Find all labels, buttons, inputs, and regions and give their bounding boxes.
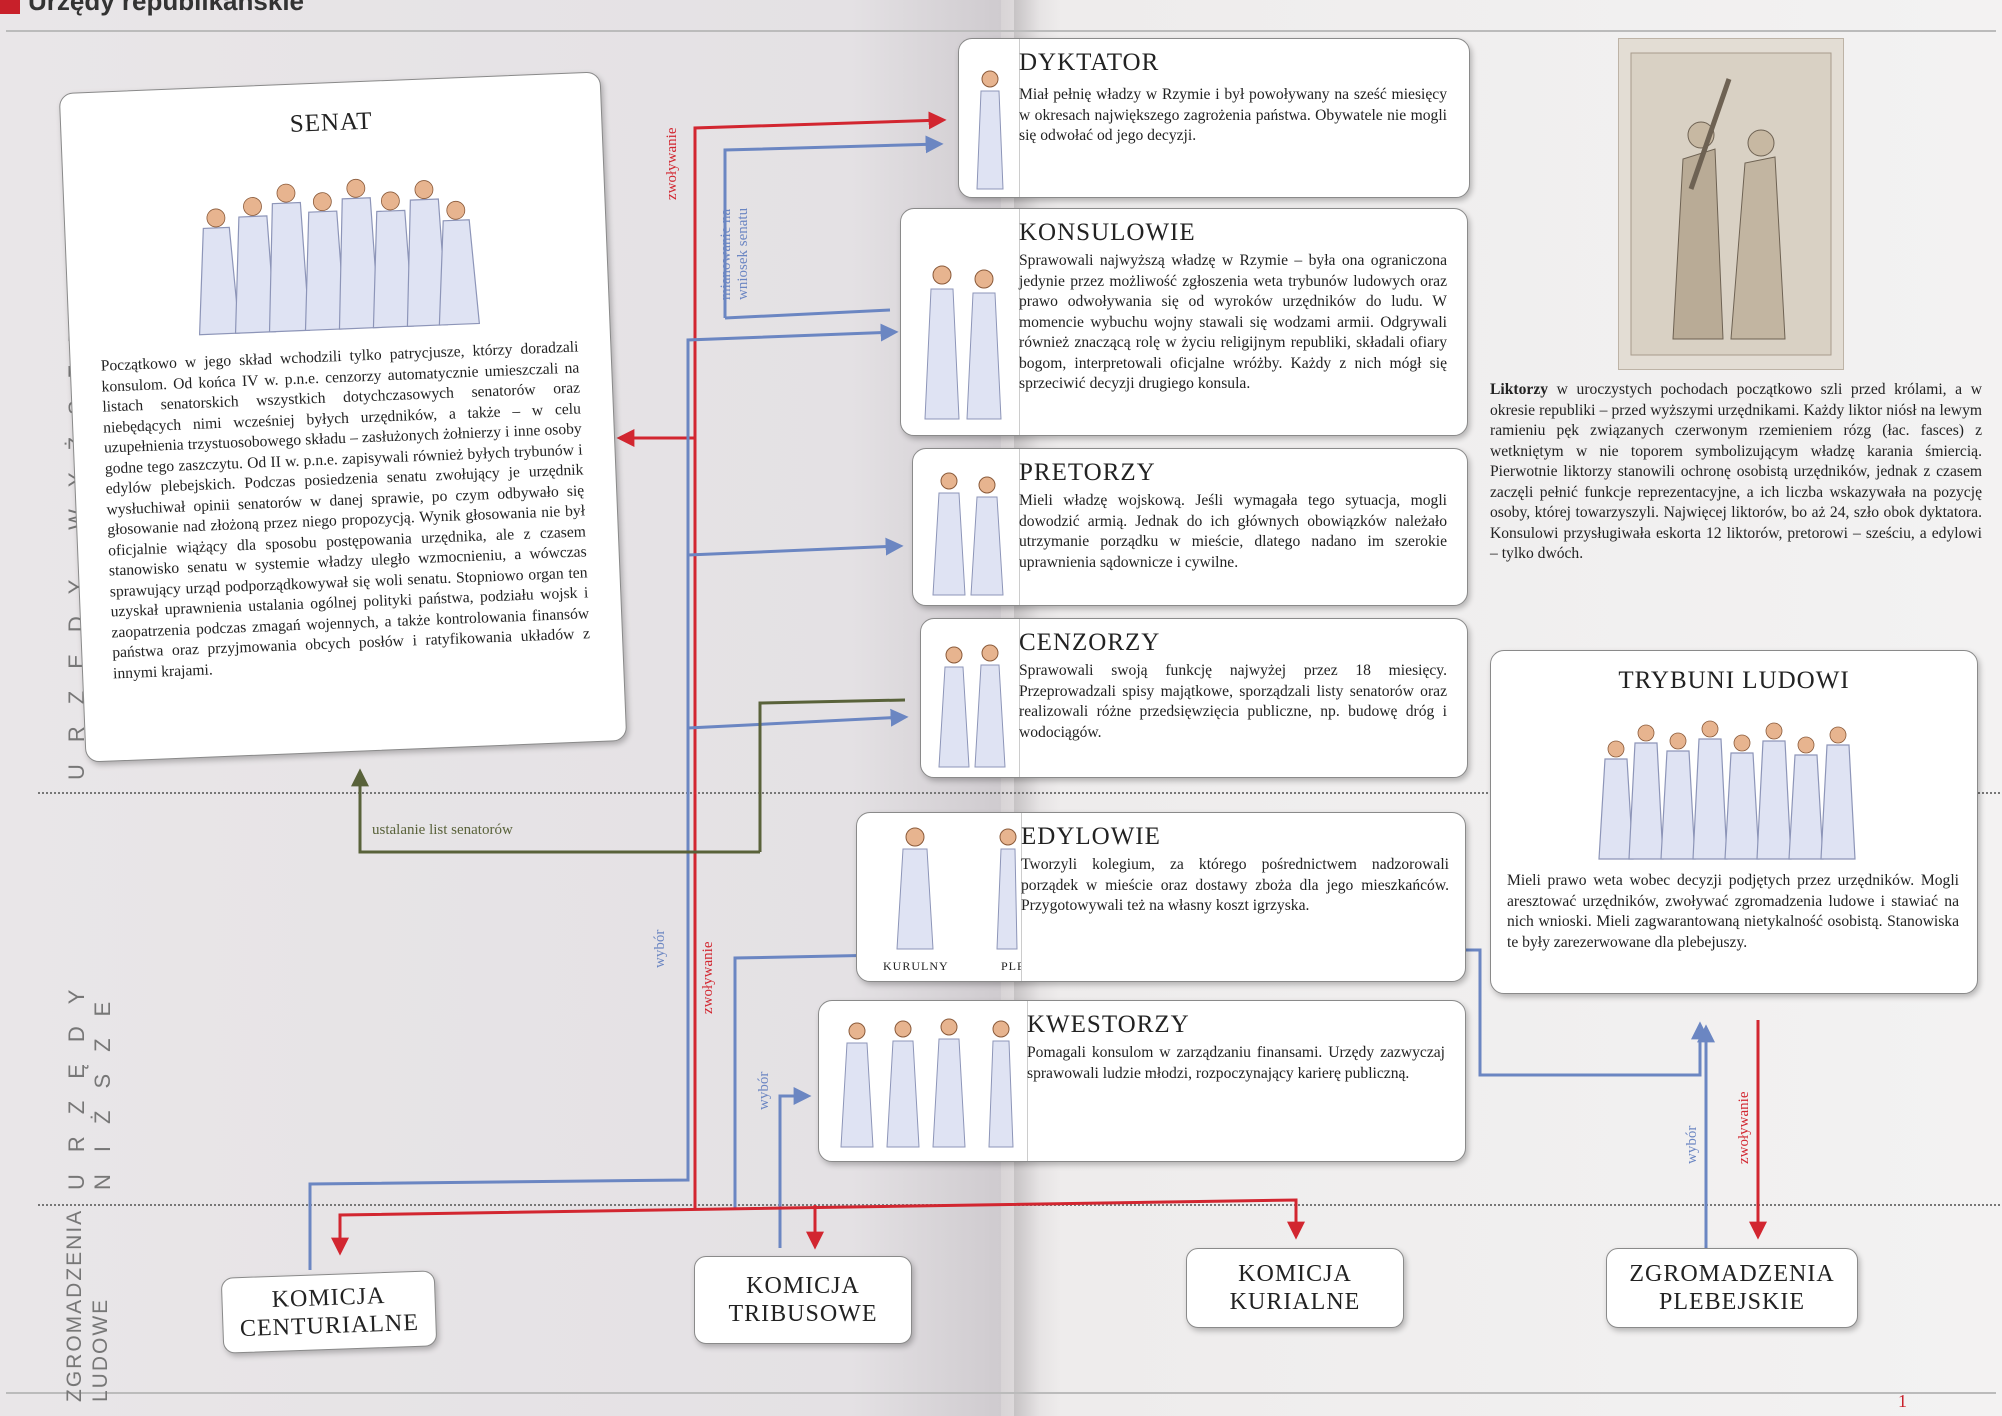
label-ustalanie: ustalanie list senatorów xyxy=(372,822,513,838)
label-wybor-1: wybór xyxy=(652,929,668,968)
edylowie-figure xyxy=(896,813,1022,981)
edylowie-text: Tworzyli kolegium, za którego pośrednict… xyxy=(1021,856,1449,914)
konsulowie-figure xyxy=(924,209,1020,435)
dyktator-figure xyxy=(976,39,1020,197)
kwestorzy-text: Pomagali konsulom w zarządzaniu finansam… xyxy=(1027,1044,1445,1082)
label-zwolywanie-1: zwoływanie xyxy=(664,127,680,200)
page-number: 1 xyxy=(1898,1391,1907,1411)
trybuni-box: TRYBUNI LUDOWI Mieli prawo weta wobec de… xyxy=(1490,650,1978,994)
box-komicja-centurialne: KOMICJA CENTURIALNE xyxy=(220,1270,438,1354)
liktorzy-engraving xyxy=(1618,38,1844,370)
trybuni-title: TRYBUNI LUDOWI xyxy=(1618,667,1850,694)
liktorzy-caption: Liktorzy w uroczystych pochodach początk… xyxy=(1490,380,1982,565)
line-mianowanie-konsul xyxy=(724,308,891,320)
label-zwolywanie-3: zwoływanie xyxy=(1736,1091,1752,1164)
dyktator-text: Miał pełnię władzy w Rzymie i był powoły… xyxy=(1019,86,1447,144)
divider-upper xyxy=(38,792,2000,794)
box-komicja-kurialne: KOMICJA KURIALNE xyxy=(1186,1248,1404,1328)
edyl-plebejski-label: PLEBEJSKI xyxy=(1001,959,1021,973)
heading-marker xyxy=(0,0,20,15)
line-zwolywanie-dyktator xyxy=(693,111,947,1210)
kwestorzy-title: KWESTORZY xyxy=(1027,1011,1190,1038)
label-zwolywanie-2: zwoływanie xyxy=(700,941,716,1014)
cenzorzy-text: Sprawowali swoją funkcję najwyżej przez … xyxy=(1019,662,1447,741)
line-wybor-cenzorzy xyxy=(687,708,909,730)
box-zgromadzenia-plebejskie: ZGROMADZENIA PLEBEJSKIE xyxy=(1606,1248,1858,1328)
dyktator-title: DYKTATOR xyxy=(1019,49,1160,76)
trybuni-text: Mieli prawo weta wobec decyzji podjętych… xyxy=(1507,872,1959,951)
top-frame xyxy=(6,30,1996,32)
line-ustalanie-list xyxy=(758,698,906,852)
office-box-cenzorzy: CENZORZY Sprawowali swoją funkcję najwyż… xyxy=(920,618,1468,778)
liktorzy-text: w uroczystych pochodach początkowo szli … xyxy=(1490,381,1982,562)
page-heading: Urzędy republikańskie xyxy=(0,0,304,17)
konsulowie-title: KONSULOWIE xyxy=(1019,219,1196,246)
office-box-edylowie: KURULNY PLEBEJSKI EDYLOWIE Tworzyli kole… xyxy=(856,812,1466,982)
line-wybor-edylowie xyxy=(733,946,889,1210)
pretorzy-title: PRETORZY xyxy=(1019,459,1156,486)
konsulowie-text: Sprawowali najwyższą władzę w Rzymie – b… xyxy=(1019,252,1447,392)
label-wybor-2: wybór xyxy=(756,1071,772,1110)
heading-text: Urzędy republikańskie xyxy=(28,0,304,16)
senat-title: SENAT xyxy=(289,107,374,138)
label-wybor-3: wybór xyxy=(1684,1125,1700,1164)
box-komicja-tribusowe: KOMICJA TRIBUSOWE xyxy=(694,1256,912,1344)
bottom-frame xyxy=(6,1392,1996,1394)
liktorzy-lead: Liktorzy xyxy=(1490,381,1549,398)
kwestorzy-figure xyxy=(840,1001,1028,1161)
line-wybor-konsulowie xyxy=(308,323,899,1270)
pretorzy-figure xyxy=(932,449,1020,605)
office-box-pretorzy: PRETORZY Mieli władzę wojskową. Jeśli wy… xyxy=(912,448,1468,606)
office-box-kwestorzy: KWESTORZY Pomagali konsulom w zarządzani… xyxy=(818,1000,1466,1162)
tribunes-illustration xyxy=(1598,720,1856,860)
pretorzy-text: Mieli władzę wojskową. Jeśli wymagała te… xyxy=(1019,492,1447,571)
line-wybor-pretorzy xyxy=(687,537,904,557)
office-box-konsulowie: KONSULOWIE Sprawowali najwyższą władzę w… xyxy=(900,208,1468,436)
cenzorzy-figure xyxy=(938,619,1020,777)
line-zwolywanie-komicje xyxy=(338,1198,1298,1232)
edylowie-title: EDYLOWIE xyxy=(1021,823,1161,850)
edyl-kurulny-label: KURULNY xyxy=(883,959,949,973)
cenzorzy-title: CENZORZY xyxy=(1019,629,1161,656)
senat-box: SENAT Początkowo w jego skład wchodzili … xyxy=(58,71,628,763)
senators-illustration xyxy=(198,178,481,336)
line-wybor-kwestorzy xyxy=(778,1087,812,1248)
senat-text: Początkowo w jego skład wchodzili tylko … xyxy=(100,338,591,682)
label-mianowanie: mianowanie na wniosek senatu xyxy=(718,207,751,300)
office-box-dyktator: DYKTATOR Miał pełnię władzy w Rzymie i b… xyxy=(958,38,1470,198)
line-mianowanie-dyktator xyxy=(723,135,944,318)
